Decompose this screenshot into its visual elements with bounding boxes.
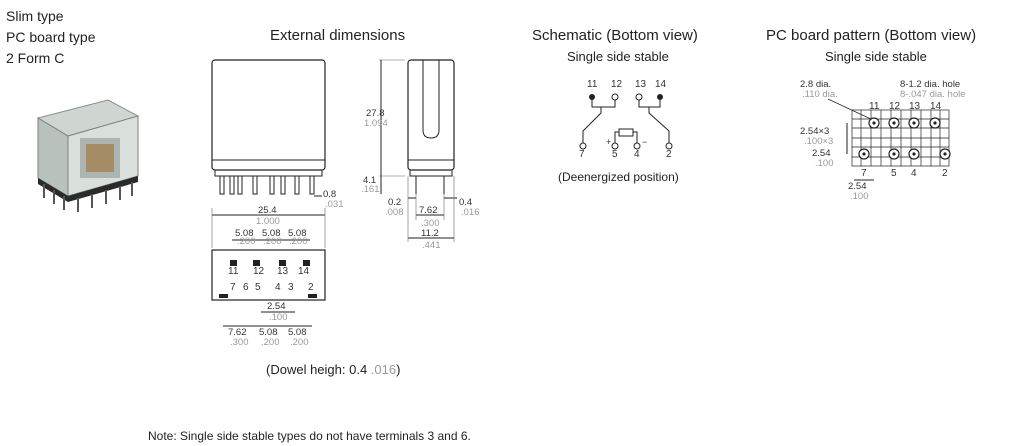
svg-text:6: 6 — [243, 282, 249, 293]
svg-text:13: 13 — [635, 79, 647, 90]
svg-text:1.000: 1.000 — [256, 216, 280, 227]
pcb-pattern-title: PC board pattern (Bottom view) — [766, 27, 977, 44]
svg-text:8-1.2 dia. hole: 8-1.2 dia. hole — [900, 79, 960, 90]
svg-text:.200: .200 — [263, 236, 282, 247]
svg-text:4: 4 — [275, 282, 281, 293]
svg-text:.008: .008 — [385, 207, 404, 218]
svg-text:2: 2 — [942, 168, 948, 179]
svg-text:11: 11 — [869, 101, 880, 112]
svg-text:.016: .016 — [461, 207, 480, 218]
schematic-subtitle: Single side stable — [567, 49, 669, 64]
svg-text:2.54: 2.54 — [267, 301, 286, 312]
relay-side-body — [407, 59, 455, 171]
svg-text:0.8: 0.8 — [323, 189, 336, 200]
external-dimensions-drawing: 0.8 .031 27.8 1.094 4.1 .161 0.2 .008 0.… — [211, 59, 480, 348]
relay-bottom-view — [211, 249, 326, 301]
svg-text:4.1: 4.1 — [363, 175, 376, 186]
svg-text:14: 14 — [298, 266, 310, 277]
svg-text:0.4: 0.4 — [459, 197, 472, 208]
svg-text:14: 14 — [930, 101, 942, 112]
svg-text:.300: .300 — [421, 218, 440, 229]
svg-text:4: 4 — [634, 149, 640, 160]
svg-text:11.2: 11.2 — [421, 228, 439, 239]
svg-text:.100: .100 — [815, 158, 834, 169]
svg-text:13: 13 — [277, 266, 289, 277]
svg-text:2.8 dia.: 2.8 dia. — [800, 79, 831, 90]
svg-text:3: 3 — [288, 282, 294, 293]
svg-text:.300: .300 — [230, 337, 249, 348]
svg-text:0.2: 0.2 — [388, 197, 401, 208]
pcb-holes — [858, 117, 951, 160]
svg-text:5.08: 5.08 — [259, 327, 278, 338]
svg-text:2.54: 2.54 — [848, 181, 867, 192]
svg-text:.200: .200 — [261, 337, 280, 348]
svg-text:5: 5 — [891, 168, 897, 179]
svg-text:25.4: 25.4 — [258, 205, 277, 216]
svg-text:.100: .100 — [850, 191, 869, 202]
svg-text:.031: .031 — [325, 199, 344, 210]
svg-text:5.08: 5.08 — [288, 228, 307, 239]
svg-text:7.62: 7.62 — [228, 327, 247, 338]
svg-text:.200: .200 — [289, 236, 308, 247]
svg-text:1.094: 1.094 — [364, 118, 388, 129]
product-name: Slim type PC board type 2 Form C — [6, 6, 96, 69]
svg-text:.110 dia.: .110 dia. — [802, 89, 838, 100]
schematic-diagram: 11 12 13 14 + − 7 5 4 2 — [579, 79, 673, 160]
svg-text:7: 7 — [579, 149, 585, 160]
pcb-pattern-diagram: 2.8 dia. .110 dia. 8-1.2 dia. hole 8-.04… — [800, 79, 966, 202]
product-contact: 2 Form C — [6, 50, 65, 66]
svg-text:5.08: 5.08 — [288, 327, 307, 338]
bottom-pins-top — [230, 260, 310, 266]
svg-text:.100: .100 — [269, 312, 288, 323]
schematic-title: Schematic (Bottom view) — [532, 27, 698, 44]
svg-text:11: 11 — [587, 79, 598, 90]
svg-text:.441: .441 — [422, 240, 441, 251]
svg-text:13: 13 — [909, 101, 921, 112]
svg-text:2.54×3: 2.54×3 — [800, 126, 829, 137]
svg-text:2: 2 — [666, 149, 672, 160]
svg-text:12: 12 — [253, 266, 265, 277]
svg-text:5: 5 — [612, 149, 618, 160]
svg-text:11: 11 — [228, 266, 239, 277]
deenergized-caption: (Deenergized position) — [558, 170, 679, 184]
svg-text:5: 5 — [255, 282, 261, 293]
external-dimensions-title: External dimensions — [270, 27, 406, 44]
product-mount: PC board type — [6, 29, 96, 45]
svg-text:4: 4 — [911, 168, 917, 179]
product-type: Slim type — [6, 8, 64, 24]
svg-text:5.08: 5.08 — [262, 228, 281, 239]
dowel-height-label: (Dowel heigh: 0.4 .016) — [266, 362, 401, 377]
relay-photo — [36, 99, 140, 212]
svg-text:2: 2 — [308, 282, 314, 293]
svg-text:12: 12 — [611, 79, 623, 90]
pcb-pattern-subtitle: Single side stable — [825, 49, 927, 64]
svg-text:7.62: 7.62 — [419, 205, 438, 216]
svg-text:.161: .161 — [361, 184, 380, 195]
svg-text:5.08: 5.08 — [235, 228, 254, 239]
terminal-note: Note: Single side stable types do not ha… — [148, 429, 471, 443]
svg-text:27.8: 27.8 — [366, 108, 385, 119]
front-pins — [219, 175, 315, 195]
svg-text:14: 14 — [655, 79, 667, 90]
svg-text:.200: .200 — [290, 337, 309, 348]
svg-text:8-.047 dia. hole: 8-.047 dia. hole — [900, 89, 966, 100]
svg-text:+: + — [606, 137, 611, 147]
relay-front-body — [211, 59, 326, 171]
svg-text:7: 7 — [230, 282, 236, 293]
svg-text:7: 7 — [861, 168, 867, 179]
svg-text:2.54: 2.54 — [812, 148, 831, 159]
svg-text:−: − — [642, 137, 647, 147]
svg-text:.100×3: .100×3 — [804, 136, 833, 147]
svg-text:12: 12 — [889, 101, 901, 112]
svg-text:.200: .200 — [237, 236, 256, 247]
